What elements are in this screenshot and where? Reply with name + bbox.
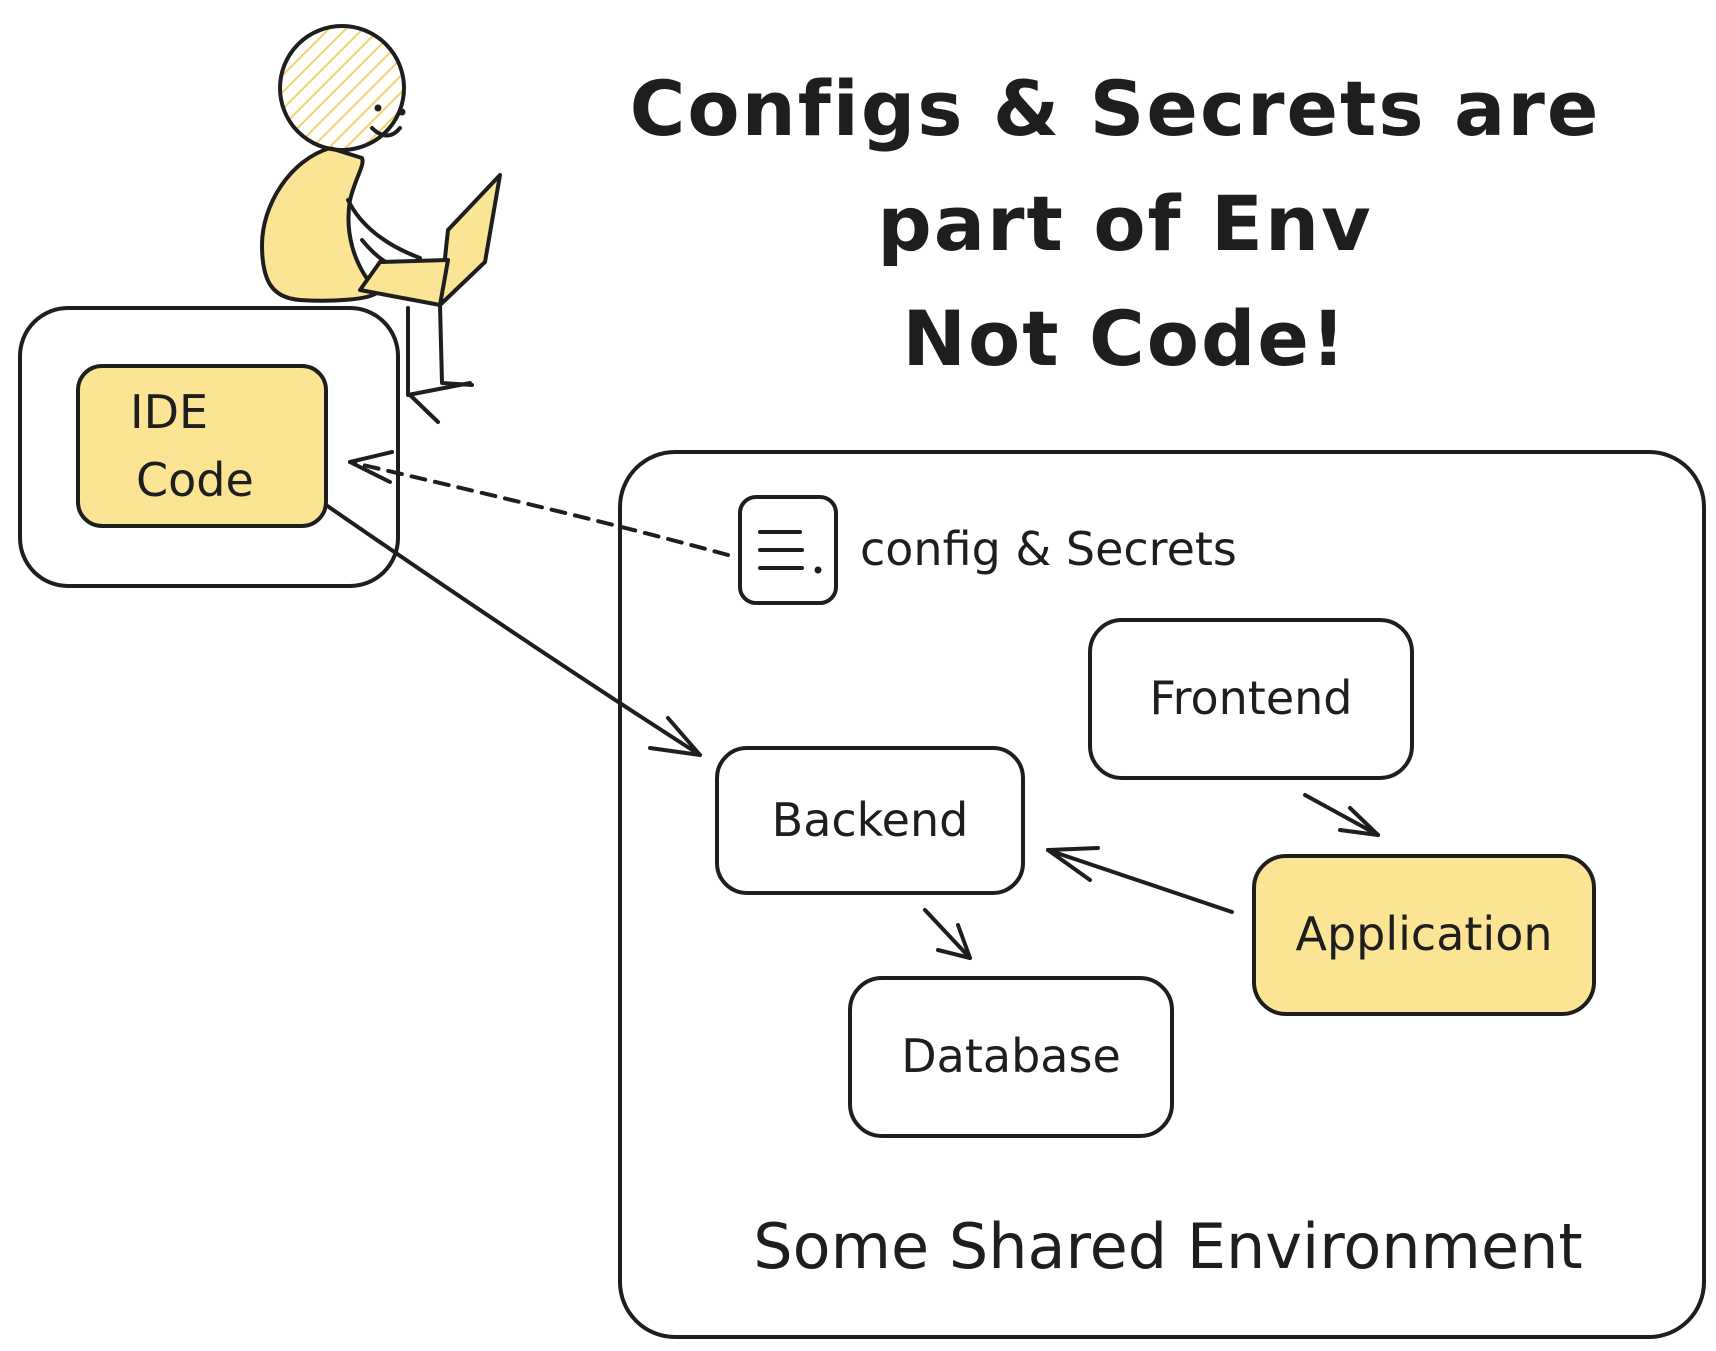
arrow-backend-to-database — [923, 908, 972, 960]
ide-code-box[interactable]: IDE Code — [76, 364, 328, 528]
frontend-node[interactable]: Frontend — [1088, 618, 1414, 780]
page-title: Configs & Secrets are part of Env Not Co… — [630, 64, 1601, 383]
ide-label: IDE — [130, 385, 208, 439]
database-label: Database — [901, 1029, 1121, 1083]
application-label: Application — [1295, 907, 1552, 961]
config-secrets-item[interactable]: config & Secrets — [738, 495, 1237, 605]
arrow-frontend-to-application — [1303, 793, 1380, 837]
arrow-application-to-backend — [1046, 846, 1234, 914]
developer-person-icon — [260, 24, 502, 424]
backend-label: Backend — [772, 793, 969, 847]
backend-node[interactable]: Backend — [715, 746, 1025, 895]
title-line-3: Not Code! — [902, 294, 1347, 383]
frontend-label: Frontend — [1149, 671, 1352, 725]
application-node[interactable]: Application — [1252, 854, 1596, 1016]
title-line-2: part of Env — [877, 179, 1372, 268]
code-label: Code — [136, 453, 254, 507]
environment-label: Some Shared Environment — [753, 1210, 1582, 1283]
arrow-config-to-ide — [348, 450, 730, 557]
database-node[interactable]: Database — [848, 976, 1174, 1138]
title-line-1: Configs & Secrets are — [630, 64, 1601, 153]
arrow-code-to-backend — [324, 503, 702, 757]
config-secrets-label: config & Secrets — [860, 522, 1237, 576]
